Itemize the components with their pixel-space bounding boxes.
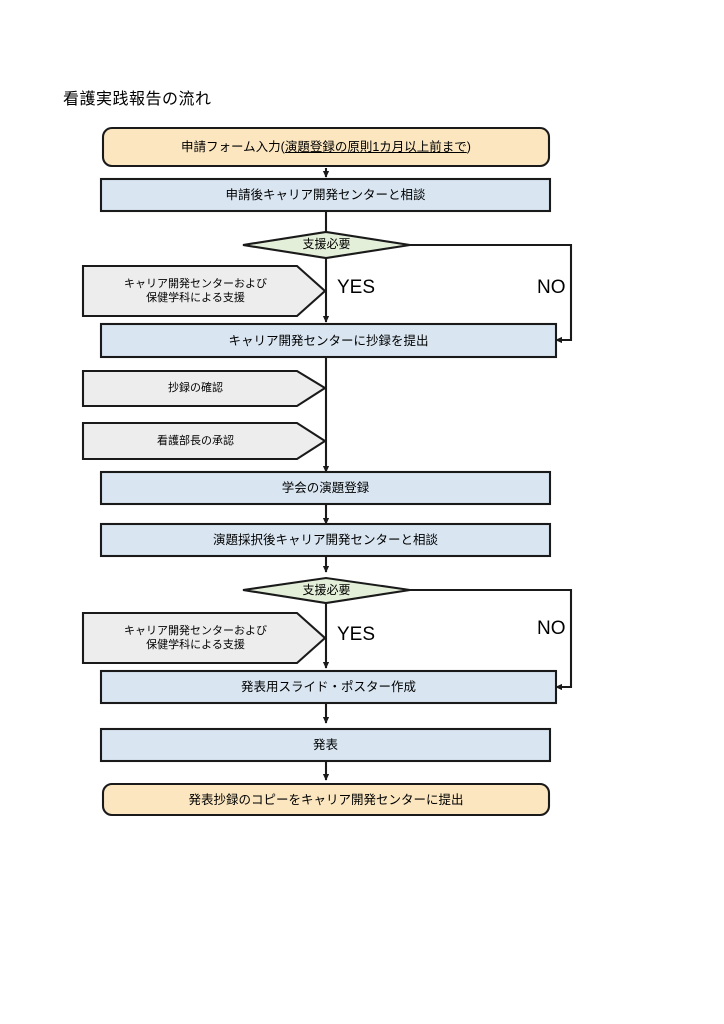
node-presentation[interactable] — [99, 727, 552, 763]
node-conference-registration[interactable] — [99, 470, 552, 506]
node-support-2[interactable] — [81, 611, 327, 665]
connectors — [322, 168, 573, 781]
node-consult-after-apply[interactable] — [99, 177, 552, 213]
page-title: 看護実践報告の流れ — [63, 91, 212, 108]
node-check-abstract[interactable] — [81, 369, 327, 408]
node-director-approval[interactable] — [81, 421, 327, 461]
branch-label-no-2: NO — [537, 618, 566, 639]
connector-decision1-no — [410, 243, 573, 344]
node-consult-after-acceptance[interactable] — [99, 522, 552, 558]
branch-label-no-1: NO — [537, 277, 566, 298]
node-decision-support-2[interactable] — [242, 576, 411, 605]
node-apply-form[interactable] — [101, 126, 551, 168]
branch-label-yes-2: YES — [337, 624, 376, 645]
node-submit-abstract[interactable] — [99, 322, 558, 359]
node-support-1[interactable] — [81, 264, 327, 318]
connector-decision2-no — [410, 588, 573, 691]
node-create-slides[interactable] — [99, 669, 558, 705]
node-decision-support-1[interactable] — [242, 230, 411, 260]
node-submit-copy[interactable] — [101, 782, 551, 817]
branch-label-yes-1: YES — [337, 277, 376, 298]
